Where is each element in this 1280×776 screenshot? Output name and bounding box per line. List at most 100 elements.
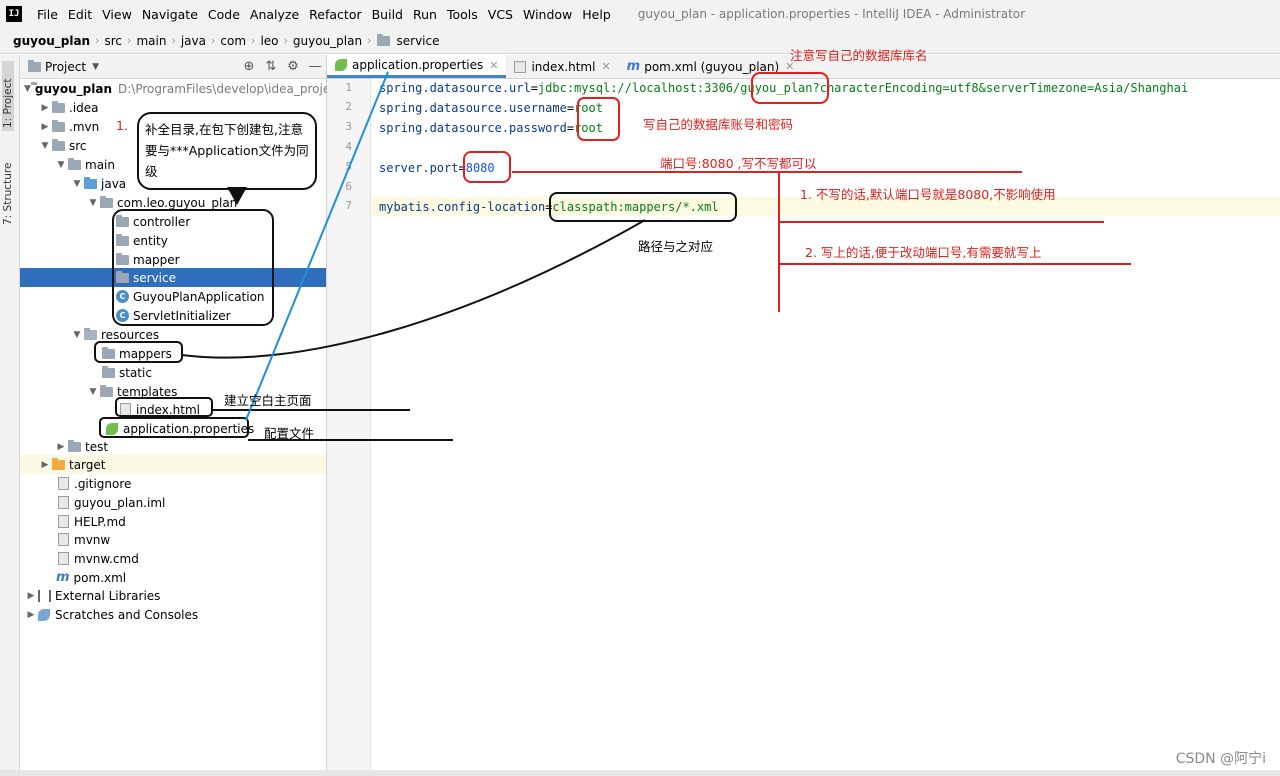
- breadcrumb-item[interactable]: java: [180, 33, 206, 48]
- chevron-down-icon[interactable]: ▼: [57, 159, 65, 170]
- package-icon: [116, 214, 129, 227]
- tree-item-java[interactable]: ▼ java: [20, 174, 326, 193]
- close-icon[interactable]: ✕: [489, 58, 499, 72]
- tree-item-mvnw[interactable]: mvnw: [20, 530, 326, 549]
- source-folder-icon: [84, 176, 97, 189]
- chevron-right-icon[interactable]: ▶: [57, 441, 65, 452]
- tree-item-gitignore[interactable]: .gitignore: [20, 474, 326, 493]
- chevron-down-icon[interactable]: ▼: [41, 140, 49, 151]
- tree-item-resources[interactable]: ▼ resources: [20, 325, 326, 344]
- breadcrumb-item[interactable]: guyou_plan: [13, 33, 91, 48]
- tool-tab-structure[interactable]: 7: Structure: [2, 162, 14, 225]
- menu-refactor[interactable]: Refactor: [309, 6, 362, 22]
- chevron-right-icon[interactable]: ▶: [41, 459, 49, 470]
- breadcrumb-item[interactable]: src: [104, 33, 123, 48]
- horizontal-scrollbar[interactable]: [0, 770, 1280, 776]
- breadcrumb-item[interactable]: com: [220, 33, 247, 48]
- code-editor[interactable]: spring.datasource.url=jdbc:mysql://local…: [371, 79, 1280, 770]
- code-line[interactable]: spring.datasource.username=root: [379, 99, 603, 118]
- tab-pom-xml[interactable]: m pom.xml (guyou_plan) ✕: [619, 55, 803, 78]
- project-view-selector[interactable]: Project: [45, 59, 87, 74]
- menu-tools[interactable]: Tools: [446, 6, 478, 22]
- code-line[interactable]: spring.datasource.url=jdbc:mysql://local…: [379, 79, 1188, 98]
- tree-item-mvn[interactable]: ▶.mvn: [20, 117, 326, 136]
- chevron-right-icon[interactable]: ▶: [41, 121, 49, 132]
- equals-sign: =: [545, 200, 553, 214]
- menu-code[interactable]: Code: [207, 6, 240, 22]
- file-icon: [58, 533, 69, 546]
- code-line[interactable]: spring.datasource.password=root: [379, 119, 603, 138]
- package-icon: [100, 195, 113, 208]
- folder-icon: [376, 33, 390, 46]
- menu-build[interactable]: Build: [371, 6, 403, 22]
- minimize-icon[interactable]: —: [308, 59, 322, 74]
- folder-icon: [68, 157, 81, 170]
- breadcrumb-item[interactable]: leo: [260, 33, 279, 48]
- gear-icon[interactable]: ⚙: [287, 59, 299, 74]
- tree-item-help-md[interactable]: HELP.md: [20, 512, 326, 531]
- tree-item-service[interactable]: service: [20, 268, 326, 287]
- chevron-right-icon[interactable]: ▶: [27, 590, 35, 601]
- menu-window[interactable]: Window: [522, 6, 573, 22]
- menu-analyze[interactable]: Analyze: [249, 6, 300, 22]
- menu-navigate[interactable]: Navigate: [141, 6, 198, 22]
- tree-item-idea[interactable]: ▶.idea: [20, 98, 326, 117]
- tree-item-label: entity: [133, 233, 168, 248]
- tree-item-static[interactable]: static: [20, 363, 326, 382]
- tab-application-properties[interactable]: application.properties ✕: [327, 55, 507, 78]
- breadcrumb-item[interactable]: main: [136, 33, 167, 48]
- tree-item-label: java: [101, 176, 127, 191]
- close-icon[interactable]: ✕: [785, 60, 795, 73]
- code-line[interactable]: server.port=8080: [379, 159, 495, 178]
- chevron-down-icon[interactable]: ▼: [24, 83, 31, 94]
- tree-item-templates[interactable]: ▼templates: [20, 382, 326, 401]
- tree-item-src[interactable]: ▼src: [20, 136, 326, 155]
- tree-item-label: resources: [101, 327, 160, 342]
- code-line[interactable]: mybatis.config-location=classpath:mapper…: [379, 198, 719, 217]
- chevron-down-icon[interactable]: ▼: [89, 197, 97, 208]
- menu-view[interactable]: View: [102, 6, 132, 22]
- breadcrumb-item[interactable]: service: [396, 33, 440, 48]
- tree-item-iml[interactable]: guyou_plan.iml: [20, 493, 326, 512]
- tree-item-test[interactable]: ▶test: [20, 437, 326, 456]
- tree-item-entity[interactable]: entity: [20, 231, 326, 250]
- tree-item-external-libraries[interactable]: ▶External Libraries: [20, 586, 326, 605]
- tab-index-html[interactable]: index.html ✕: [506, 55, 618, 78]
- menu-edit[interactable]: Edit: [67, 6, 93, 22]
- tree-item-controller[interactable]: controller: [20, 212, 326, 231]
- menu-vcs[interactable]: VCS: [487, 6, 513, 22]
- tool-tab-project[interactable]: 1: Project: [2, 61, 14, 131]
- tree-item-label: guyou_plan: [34, 81, 113, 96]
- tree-item-mvnw-cmd[interactable]: mvnw.cmd: [20, 549, 326, 568]
- note-port: 端口号:8080 ,写不写都可以: [660, 156, 817, 171]
- tree-item-main[interactable]: ▼main: [20, 155, 326, 174]
- property-value: root: [574, 121, 603, 135]
- chevron-right-icon[interactable]: ▶: [27, 609, 35, 620]
- breadcrumb-item[interactable]: guyou_plan: [292, 33, 363, 48]
- scratches-icon: [38, 608, 50, 621]
- chevron-right-icon: ›: [367, 34, 372, 47]
- chevron-down-icon[interactable]: ▼: [73, 329, 81, 340]
- tree-item-mapper[interactable]: mapper: [20, 250, 326, 269]
- tree-item-target[interactable]: ▶target: [20, 455, 326, 474]
- menu-help[interactable]: Help: [582, 6, 611, 22]
- chevron-right-icon[interactable]: ▶: [41, 102, 49, 113]
- tree-item-mappers[interactable]: mappers: [20, 344, 326, 363]
- menu-run[interactable]: Run: [413, 6, 437, 22]
- tool-window-strip: 1: Project 7: Structure: [0, 55, 20, 775]
- tree-item-scratches[interactable]: ▶ Scratches and Consoles: [20, 605, 326, 624]
- tree-item-package[interactable]: ▼com.leo.guyou_plan: [20, 193, 326, 212]
- tree-item-label: Scratches and Consoles: [55, 607, 199, 622]
- target-icon[interactable]: ⊕: [243, 59, 255, 74]
- close-icon[interactable]: ✕: [601, 60, 611, 73]
- chevron-down-icon[interactable]: ▼: [92, 61, 99, 72]
- chevron-down-icon[interactable]: ▼: [89, 386, 97, 397]
- chevron-down-icon[interactable]: ▼: [73, 178, 81, 189]
- collapse-icon[interactable]: ⇅: [265, 59, 277, 74]
- menu-file[interactable]: File: [37, 6, 58, 22]
- tree-item-label: static: [119, 365, 152, 380]
